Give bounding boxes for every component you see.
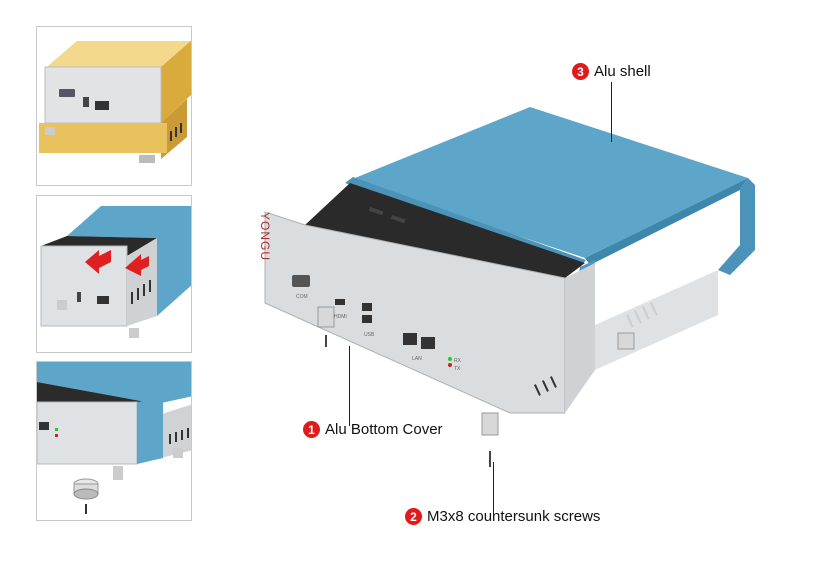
callout-label-screws: M3x8 countersunk screws <box>427 508 601 525</box>
leader-line-shell <box>611 82 612 142</box>
callout-screws: 2 M3x8 countersunk screws <box>405 508 600 525</box>
callout-number-2: 2 <box>405 508 422 525</box>
leader-line-screws <box>493 462 494 514</box>
brand-logo: YONGU <box>258 212 272 262</box>
callout-label-alu-shell: Alu shell <box>594 63 651 80</box>
thumbnail-slide-assembly <box>36 195 192 353</box>
callout-label-alu-bottom-cover: Alu Bottom Cover <box>325 421 443 438</box>
callout-number-1: 1 <box>303 421 320 438</box>
port-label-tx: TX <box>454 366 461 372</box>
port-label-com: COM <box>296 294 308 300</box>
main-enclosure-illustration <box>250 95 770 480</box>
thumbnail-gold-enclosure <box>36 26 192 186</box>
port-label-hdmi: HDMI <box>334 314 347 320</box>
port-label-lan: LAN <box>412 356 422 362</box>
port-label-rx: RX <box>454 358 461 364</box>
port-label-usb: USB <box>364 332 375 338</box>
leader-line-bottom-cover <box>349 346 350 426</box>
thumbnail-screw-closeup <box>36 361 192 521</box>
callout-number-3: 3 <box>572 63 589 80</box>
callout-alu-bottom-cover: 1 Alu Bottom Cover <box>303 421 443 438</box>
callout-alu-shell: 3 Alu shell <box>572 63 651 80</box>
